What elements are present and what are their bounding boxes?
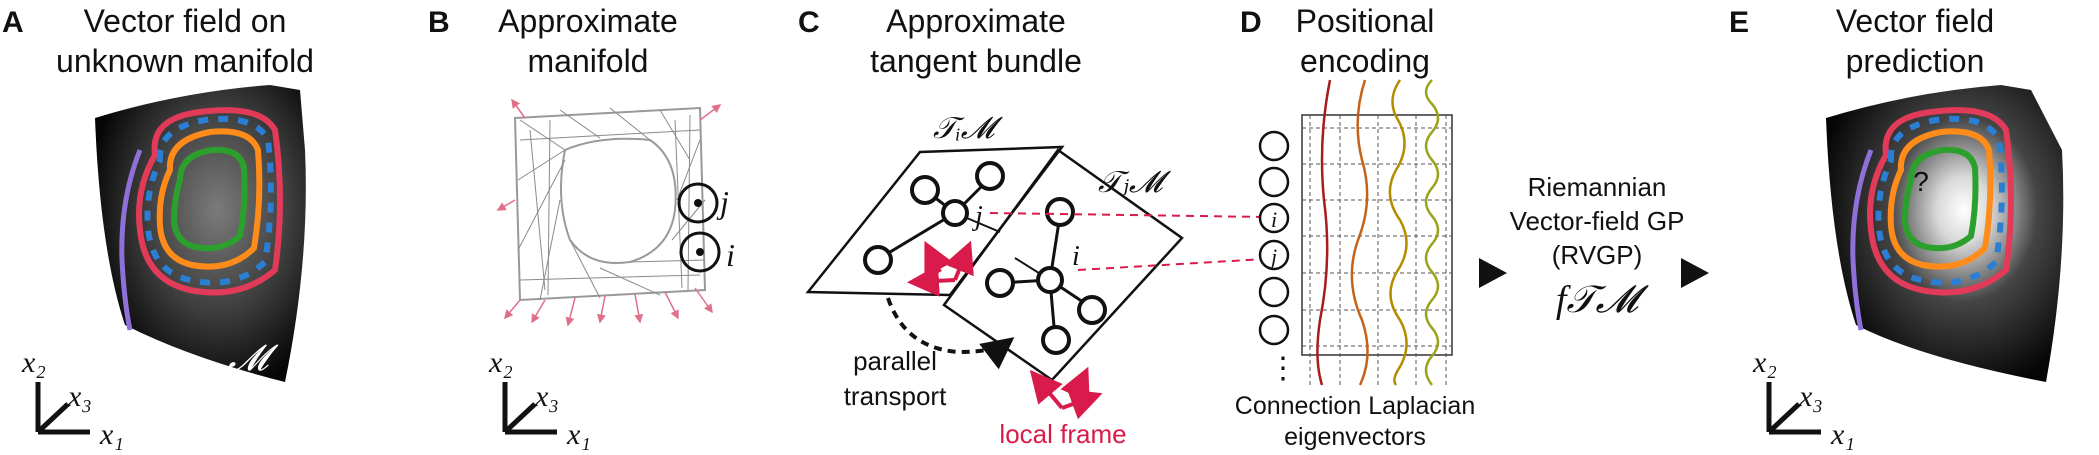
axis-x2-label-b: x₂ [488, 346, 513, 379]
axis-x3-label-b: x₃ [534, 380, 559, 413]
model-line1: Riemannian [1528, 172, 1667, 202]
axis-x2-label-a: x₂ [21, 346, 46, 379]
vector-field-trajectories-a [119, 107, 283, 331]
graph-i [863, 161, 1005, 275]
panel-d-title-line2: encoding [1300, 43, 1430, 79]
row-ellipsis: ⋮ [1268, 352, 1298, 385]
parallel-transport-arrow [886, 297, 1015, 370]
row-nodes [1258, 130, 1290, 346]
eigenvectors-caption-line1: Connection Laplacian [1235, 392, 1475, 420]
panel-a-letter: A [2, 6, 24, 39]
graph-j [985, 197, 1107, 355]
axes-b: x₂ x₃ x₁ [488, 346, 591, 451]
panel-e-letter: E [1729, 6, 1749, 39]
tangent-space-i-label: 𝒯ᵢ𝓜 [933, 112, 1004, 145]
axes-e: x₂ x₃ x₁ [1752, 346, 1855, 451]
panel-a-title-line1: Vector field on [84, 3, 287, 39]
local-frame-label: local frame [999, 419, 1126, 449]
manifold-surface-a [95, 85, 306, 382]
local-frame-arrows-j [1029, 366, 1103, 420]
panel-e-title-line2: prediction [1846, 43, 1985, 79]
parallel-transport-label-line2: transport [844, 381, 947, 411]
panel-a-title-line2: unknown manifold [56, 43, 314, 79]
model-line2: Vector-field GP [1510, 206, 1685, 236]
axes-a: x₂ x₃ x₁ [21, 346, 124, 451]
node-j-b: j [677, 182, 729, 224]
panel-c: C Approximate tangent bundle 𝒯ᵢ𝓜 𝒯ⱼ𝓜 j [798, 3, 1266, 449]
node-i-label-b: i [726, 237, 735, 273]
model-block: Riemannian Vector-field GP (RVGP) f𝒯𝓜 [1479, 172, 1709, 321]
panel-b-title-line2: manifold [528, 43, 649, 79]
point-cloud-vectors [496, 98, 722, 327]
axis-x1-label-a: x₁ [99, 418, 124, 451]
axis-x3-label-e: x₃ [1798, 380, 1823, 413]
panel-c-title-line2: tangent bundle [870, 43, 1082, 79]
link-dash-i [1077, 258, 1266, 271]
tangent-space-j-label: 𝒯ⱼ𝓜 [1098, 166, 1172, 199]
panel-c-title-line1: Approximate [886, 3, 1066, 39]
node-j-label-c: j [972, 201, 983, 232]
panel-d-title-line1: Positional [1296, 3, 1435, 39]
row-j-label: j [1268, 244, 1277, 269]
point-cloud-mesh [513, 106, 707, 302]
panel-e-title-line1: Vector field [1836, 3, 1994, 39]
node-j-label-b: j [716, 184, 729, 220]
eigenvector-curves [1316, 79, 1440, 386]
arrow-to-model [1479, 258, 1507, 288]
panel-b-title-line1: Approximate [498, 3, 678, 39]
panel-b: B Approximate manifold j [428, 3, 735, 451]
panel-b-letter: B [428, 6, 450, 39]
panel-a: A Vector field on unknown manifold 𝓜 x₂ … [2, 3, 314, 451]
node-i-label-c: i [1072, 241, 1080, 272]
arrow-to-prediction [1681, 258, 1709, 288]
panel-d-letter: D [1240, 6, 1262, 39]
vector-field-trajectories-e [1850, 107, 2014, 331]
parallel-transport-label-line1: parallel [853, 346, 937, 376]
model-line3: (RVGP) [1552, 240, 1643, 270]
local-frame-arrows-i [907, 240, 974, 297]
axis-x1-label-e: x₁ [1830, 418, 1855, 451]
node-i-b: i [679, 231, 735, 273]
panel-c-letter: C [798, 6, 820, 39]
link-dash-j [989, 212, 1266, 218]
panel-d: D Positional encoding i j ⋮ [1235, 3, 1475, 451]
axis-x2-label-e: x₂ [1752, 346, 1777, 379]
tangent-plane-i [805, 145, 1065, 297]
eigenvectors-caption-line2: eigenvectors [1284, 423, 1426, 451]
row-i-label: i [1271, 207, 1277, 232]
model-symbol: f𝒯𝓜 [1556, 279, 1650, 321]
axis-x1-label-b: x₁ [566, 418, 591, 451]
panel-e: E Vector field prediction ? x₂ x₃ x₁ [1729, 3, 2064, 451]
axis-x3-label-a: x₃ [67, 380, 92, 413]
unknown-mark: ? [1913, 166, 1929, 197]
